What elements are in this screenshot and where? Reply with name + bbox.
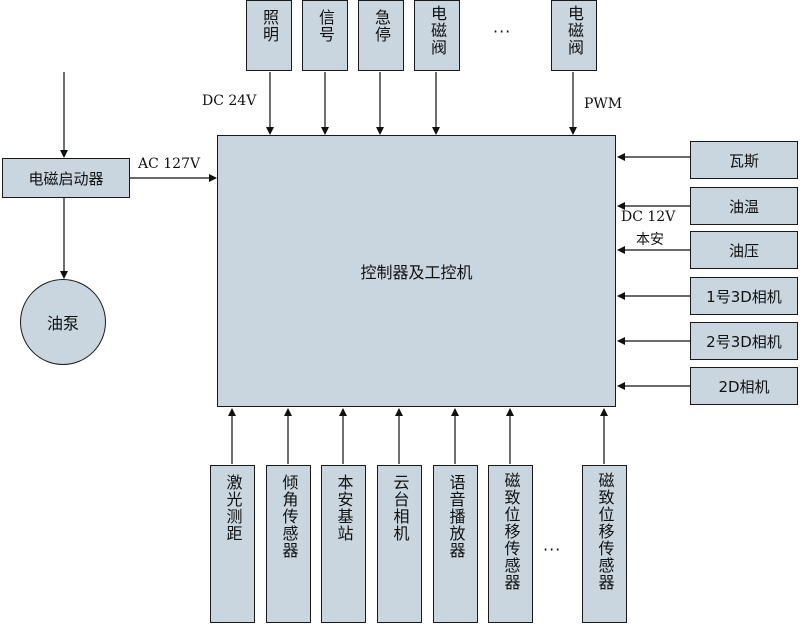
right-box-cam2d: 2D相机 [690,367,798,405]
label-intrinsic-safe: 本安 [636,232,664,248]
right-box-oiltemp: 油温 [690,187,798,225]
bottom-box-label: 磁致位移传感器 [501,472,521,591]
label-dc12v: DC 12V [621,209,676,225]
right-box-label: 瓦斯 [728,151,759,170]
bottom-box-basestation: 本安基站 [321,465,366,623]
top-box-lighting: 照明 [246,0,292,71]
right-box-cam3d-1: 1号3D相机 [690,277,798,315]
controller-box: 控制器及工控机 [217,135,616,407]
bottom-box-label: 语音播放器 [446,474,466,559]
right-box-cam3d-2: 2号3D相机 [690,322,798,360]
bottom-box-label: 云台相机 [390,474,410,542]
top-ellipsis: ··· [493,22,512,41]
top-box-valve-1: 电磁阀 [414,0,460,71]
top-box-signal: 信号 [302,0,348,71]
pump-circle: 油泵 [20,279,106,365]
right-box-oilpressure: 油压 [690,231,798,269]
top-box-label: 电磁阀 [428,5,447,56]
bottom-box-laser: 激光测距 [210,465,255,623]
right-box-label: 油压 [728,241,759,260]
bottom-box-mag-n: 磁致位移传感器 [582,465,627,623]
top-box-valve-n: 电磁阀 [551,0,597,71]
top-box-label: 电磁阀 [565,5,584,56]
bottom-box-label: 磁致位移传感器 [595,472,615,591]
starter-label: 电磁启动器 [28,169,104,188]
bottom-box-label: 本安基站 [334,474,354,542]
bottom-box-ptz: 云台相机 [377,465,422,623]
bottom-box-label: 激光测距 [223,474,243,542]
controller-label: 控制器及工控机 [360,263,473,282]
top-box-estop: 急停 [358,0,404,71]
pump-label: 油泵 [46,314,79,333]
bottom-box-label: 倾角传感器 [279,474,299,559]
label-dc24v: DC 24V [202,93,257,109]
top-box-label: 急停 [372,9,391,43]
right-box-label: 2D相机 [718,377,770,396]
bottom-box-tilt: 倾角传感器 [266,465,311,623]
starter-box: 电磁启动器 [2,158,130,198]
label-pwm: PWM [584,96,623,112]
top-box-label: 照明 [260,9,279,43]
right-box-label: 2号3D相机 [706,332,782,351]
right-box-label: 1号3D相机 [706,287,782,306]
bottom-box-mag-1: 磁致位移传感器 [488,465,533,623]
bottom-ellipsis: ··· [543,540,562,559]
right-box-gas: 瓦斯 [690,141,798,179]
top-box-label: 信号 [316,9,335,43]
right-box-label: 油温 [728,197,759,216]
bottom-box-speaker: 语音播放器 [433,465,478,623]
label-ac127v: AC 127V [138,156,201,172]
